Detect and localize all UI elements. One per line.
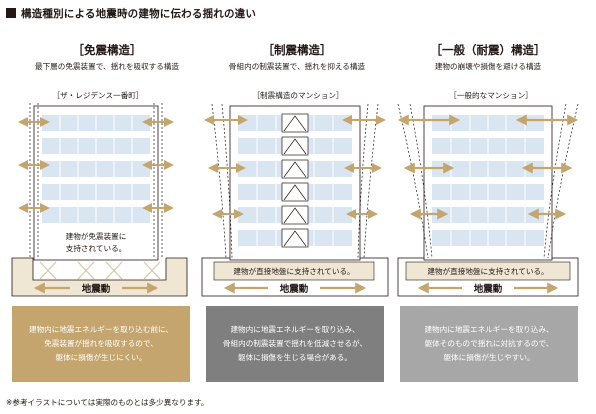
panel-1-diagram: 建物が免震装置に 支持されている。 地震動	[11, 103, 188, 297]
panel-2-subtitle: 骨組内の制震装置で、揺れを抑える構造	[228, 62, 366, 71]
panel-3-building-tag: ［一般的なマンション］	[442, 90, 540, 101]
panel-2-note-line-1: 建物内に地震エネルギーを取り込み、	[230, 325, 360, 334]
panel-1-building-tag: ［ザ・レジデンス一番町］	[46, 90, 150, 101]
panel-2-damper-braces	[283, 115, 307, 247]
panel-2-ground-label-bg	[268, 281, 320, 295]
panel-3-callout-line-1: 建物が直接地盤に支持されている。	[427, 266, 548, 276]
panel-3-note-box: 建物内に地震エネルギーを取り込み、 躯体そのもので揺れに対抗するので、 躯体に損…	[400, 306, 578, 382]
page-title: 構造種別による地震時の建物に伝わる揺れの違い	[21, 7, 257, 20]
panel-1-callout-box	[54, 228, 138, 256]
panel-2-window-mullions	[256, 112, 334, 248]
panel-3-shake-arrows	[397, 114, 579, 220]
panel-2-ground-label: 地震動	[280, 283, 309, 295]
panel-2-sway-lines	[211, 103, 379, 259]
panel-1-subtitle: 最下層の免震装置で、揺れを吸収する構造	[35, 62, 179, 71]
panel-2-callout-box	[213, 261, 375, 281]
panel-3-ground-label-bg	[462, 281, 514, 295]
panel-3-subtitle: 建物の崩壊や損傷を避ける構造	[434, 62, 542, 71]
page-title-row: 構造種別による地震時の建物に伝わる揺れの違い	[6, 6, 256, 20]
panel-2-dampers	[281, 113, 309, 248]
panel-1-isolator-bearings	[39, 261, 161, 280]
panel-2-note-line-2: 骨組内の制震装置で揺れを低減させるが、	[222, 339, 368, 348]
panel-1-ground-label-bg	[70, 281, 122, 295]
panel-1-note-line-3: 躯体に損傷が生じにくい。	[55, 353, 147, 362]
panel-3-note-line-1: 建物内に地震エネルギーを取り込み、	[424, 325, 554, 334]
panel-1-note-box: 建物内に地震エネルギーを取り込む前に、 免震装置が揺れを吸収するので、 躯体に損…	[12, 306, 190, 382]
panel-2-diagram: 建物が直接地盤に支持されている。	[201, 103, 389, 297]
panel-1-callout-line-1: 建物が免震装置に	[66, 231, 127, 241]
panel-2-callout-line-1: 建物が直接地盤に支持されている。	[233, 266, 354, 276]
panel-1-ground-label: 地震動	[82, 283, 111, 295]
panel-3-sway-lines	[397, 103, 579, 259]
panel-2-heading: ［制震構造］	[262, 43, 332, 57]
panel-1-heading: ［免震構造］	[72, 43, 142, 57]
panel-1-note-line-1: 建物内に地震エネルギーを取り込む前に、	[28, 325, 174, 334]
panel-3-ground-label: 地震動	[474, 283, 503, 295]
panel-2-note-line-3: 躯体に損傷を生じる場合がある。	[238, 353, 352, 362]
panel-1-note-line-2: 免震装置が揺れを吸収するので、	[44, 339, 158, 348]
panel-1-shake-arrows	[18, 117, 174, 213]
panel-1-callout-line-2: 支持されている。	[66, 243, 127, 253]
panel-2-shake-arrows	[204, 115, 386, 219]
panel-3-callout-box	[405, 261, 571, 281]
footnote: ※参考イラストについては実際のものとは多少異なります。	[6, 398, 209, 407]
panel-3-heading: ［一般（耐震）構造］	[430, 43, 546, 57]
panel-2-note-box: 建物内に地震エネルギーを取り込み、 骨組内の制震装置で揺れを低減させるが、 躯体…	[206, 306, 384, 382]
panel-3-note-line-2: 躯体そのもので揺れに対抗するので、	[424, 339, 554, 348]
panel-1-window-mullions	[59, 112, 133, 226]
panel-3-window-mullions	[450, 112, 526, 248]
panel-1-sway-lines	[29, 103, 163, 258]
panel-3-diagram: 建物が直接地盤に支持されている。	[397, 103, 579, 297]
panel-3-note-line-3: 躯体に損傷が生じやすい。	[443, 353, 535, 362]
title-bullet-square	[6, 8, 16, 18]
panel-2-building-tag: ［制震構造のマンション］	[244, 90, 352, 101]
